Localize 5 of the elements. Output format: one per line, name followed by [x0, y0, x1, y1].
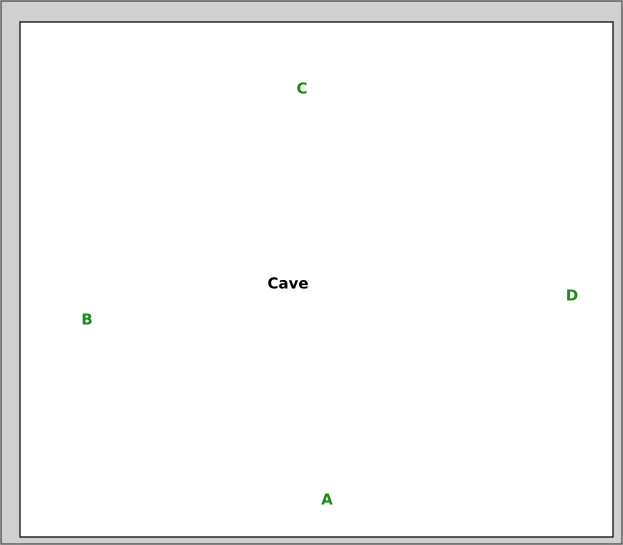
text-label: A	[321, 494, 333, 504]
text-label: Cave	[268, 277, 308, 289]
text-label: C	[297, 82, 307, 94]
text-label: B	[82, 314, 92, 324]
text-label: D	[567, 290, 578, 300]
